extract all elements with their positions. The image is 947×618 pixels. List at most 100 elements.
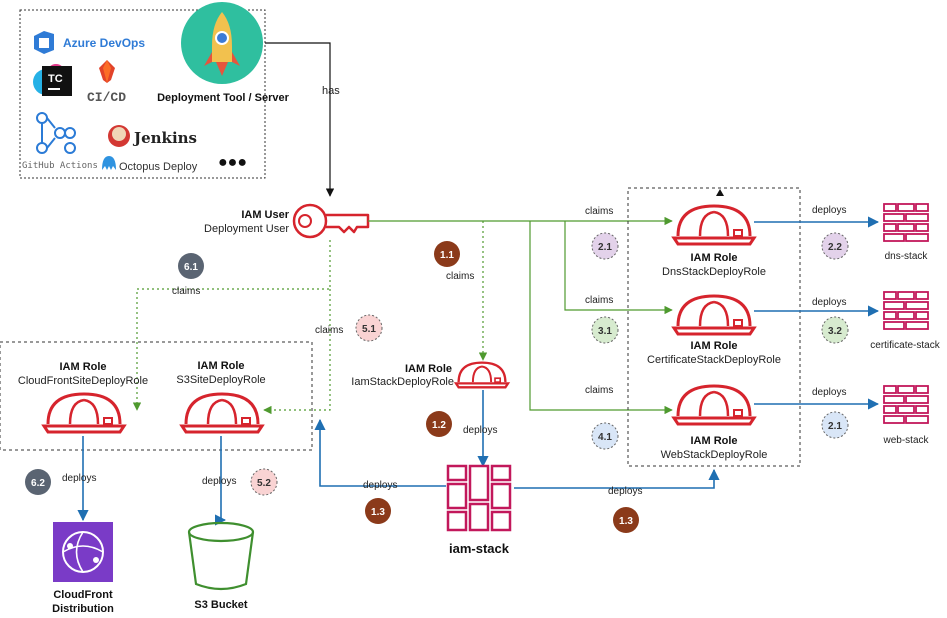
step-badge-label: 1.3 (619, 516, 633, 527)
step-badge: 6.1 (178, 253, 204, 279)
cert-role-title: IAM Role (690, 340, 737, 352)
claims-label-iam: claims (446, 271, 474, 282)
web-role-node: IAM Role WebStackDeployRole (661, 384, 768, 461)
s3-role-name: S3SiteDeployRole (176, 374, 265, 386)
iam-role-node: IAM Role IamStackDeployRole (351, 361, 511, 389)
s3-bucket-node: S3 Bucket (187, 521, 255, 611)
github-actions-logo: GitHub Actions (22, 112, 98, 171)
step-badge-circle (178, 253, 204, 279)
step-badge-label: 1.1 (440, 250, 454, 261)
stack-roles-group (627, 187, 801, 467)
deploys-label-web-group: deploys (608, 486, 642, 497)
web-role-name: WebStackDeployRole (661, 449, 768, 461)
s3-bucket-icon (187, 521, 255, 591)
cloudformation-stack-icon (883, 385, 929, 424)
web-role-title: IAM Role (690, 435, 737, 447)
cert-role-node: IAM Role CertificateStackDeployRole (647, 294, 781, 366)
deploys-label-s3: deploys (202, 476, 236, 487)
step-badge: 2.1 (591, 232, 619, 260)
deploys-label-web: deploys (812, 387, 846, 398)
step-badge: 2.2 (821, 232, 849, 260)
step-badge: 1.1 (434, 241, 460, 267)
claims-edges (132, 216, 673, 415)
step-badge: 5.1 (355, 314, 383, 342)
step-badge-circle (821, 232, 849, 260)
cf-role-name: CloudFrontSiteDeployRole (18, 375, 148, 387)
deploys-label-iam: deploys (463, 425, 497, 436)
cloudformation-stack-icon (446, 464, 512, 532)
iam-role-helmet-icon (41, 392, 127, 434)
octopus-deploy-logo: Octopus Deploy (102, 156, 198, 173)
step-badge-label: 3.2 (828, 326, 842, 337)
step-badge-label: 3.1 (598, 326, 612, 337)
step-badge-circle (591, 316, 619, 344)
step-badge: 3.1 (591, 316, 619, 344)
iam-stack-deploy-edges (314, 418, 720, 489)
claims-label-dns: claims (585, 206, 613, 217)
cloudformation-stack-icon (883, 203, 929, 242)
step-badge-label: 5.2 (257, 478, 271, 489)
cloudfront-label-line2: Distribution (52, 603, 114, 615)
iam-stack-label: iam-stack (449, 541, 510, 556)
has-label: has (322, 85, 340, 97)
iam-role-helmet-icon (671, 294, 757, 336)
azure-devops-label: Azure DevOps (63, 36, 145, 50)
iam-role-helmet-icon (179, 392, 265, 434)
cert-stack-node: certificate-stack (870, 291, 941, 351)
dns-stack-label: dns-stack (885, 251, 929, 262)
iam-role-name: IamStackDeployRole (351, 376, 454, 388)
rocket-icon (181, 2, 263, 84)
step-badge-label: 1.2 (432, 420, 446, 431)
dns-stack-node: dns-stack (883, 203, 929, 262)
deployment-tool-label: Deployment Tool / Server (157, 92, 290, 104)
teamcity-label: TC (48, 73, 63, 85)
step-badge: 2.1 (821, 411, 849, 439)
iam-role-helmet-icon (671, 204, 757, 246)
deploys-label-cert: deploys (812, 297, 846, 308)
iam-role-helmet-icon (453, 361, 511, 389)
step-badge: 1.3 (365, 498, 391, 524)
deploys-label-cf: deploys (62, 473, 96, 484)
step-badge-label: 2.2 (828, 242, 842, 253)
step-badge-circle (821, 316, 849, 344)
dns-role-name: DnsStackDeployRole (662, 266, 766, 278)
step-badge-label: 4.1 (598, 432, 612, 443)
step-badge-circle (591, 422, 619, 450)
step-badge-circle (355, 314, 383, 342)
step-badges: 1.1 1.2 1.3 1.3 2.1 2.2 3.1 3.2 4.1 2.1 5.1 5.2 6.1 6… (25, 232, 849, 533)
site-roles-group (0, 341, 313, 451)
claims-label-web: claims (585, 385, 613, 396)
cf-role-title: IAM Role (59, 361, 106, 373)
iam-stack-node: iam-stack (446, 464, 512, 556)
step-badge: 4.1 (591, 422, 619, 450)
web-stack-node: web-stack (882, 385, 930, 446)
s3-bucket-label: S3 Bucket (194, 599, 248, 611)
step-badge-label: 1.3 (371, 507, 385, 518)
step-badge: 6.2 (25, 469, 51, 495)
step-badge: 3.2 (821, 316, 849, 344)
teamcity-logo: TC (33, 64, 72, 96)
key-icon (292, 203, 370, 239)
step-badge-label: 2.1 (598, 242, 612, 253)
step-badge: 1.3 (613, 507, 639, 533)
more-tools-ellipsis: ●●● (218, 154, 247, 171)
iam-user-title: IAM User (241, 209, 289, 221)
claims-label-cf: claims (172, 286, 200, 297)
jenkins-logo: Jenkins (108, 125, 197, 147)
iam-user-node: IAM User Deployment User (204, 203, 370, 239)
has-edge (265, 42, 335, 197)
claims-label-cert: claims (585, 295, 613, 306)
deploys-label-site-group: deploys (363, 480, 397, 491)
deploys-label-dns: deploys (812, 205, 846, 216)
step-badge: 5.2 (250, 468, 278, 496)
deployment-tools-group: Azure DevOps TC CI/CD GitHub Actions (19, 2, 290, 179)
step-badge-circle (821, 411, 849, 439)
cf-role-node: IAM Role CloudFrontSiteDeployRole (18, 361, 148, 434)
step-badge-label: 5.1 (362, 324, 376, 335)
step-badge: 1.2 (426, 411, 452, 437)
github-actions-label: GitHub Actions (22, 161, 98, 171)
cloudformation-stack-icon (883, 291, 929, 330)
deploy-edges-right (754, 216, 880, 410)
dns-role-node: IAM Role DnsStackDeployRole (662, 204, 766, 278)
step-badge-circle (434, 241, 460, 267)
